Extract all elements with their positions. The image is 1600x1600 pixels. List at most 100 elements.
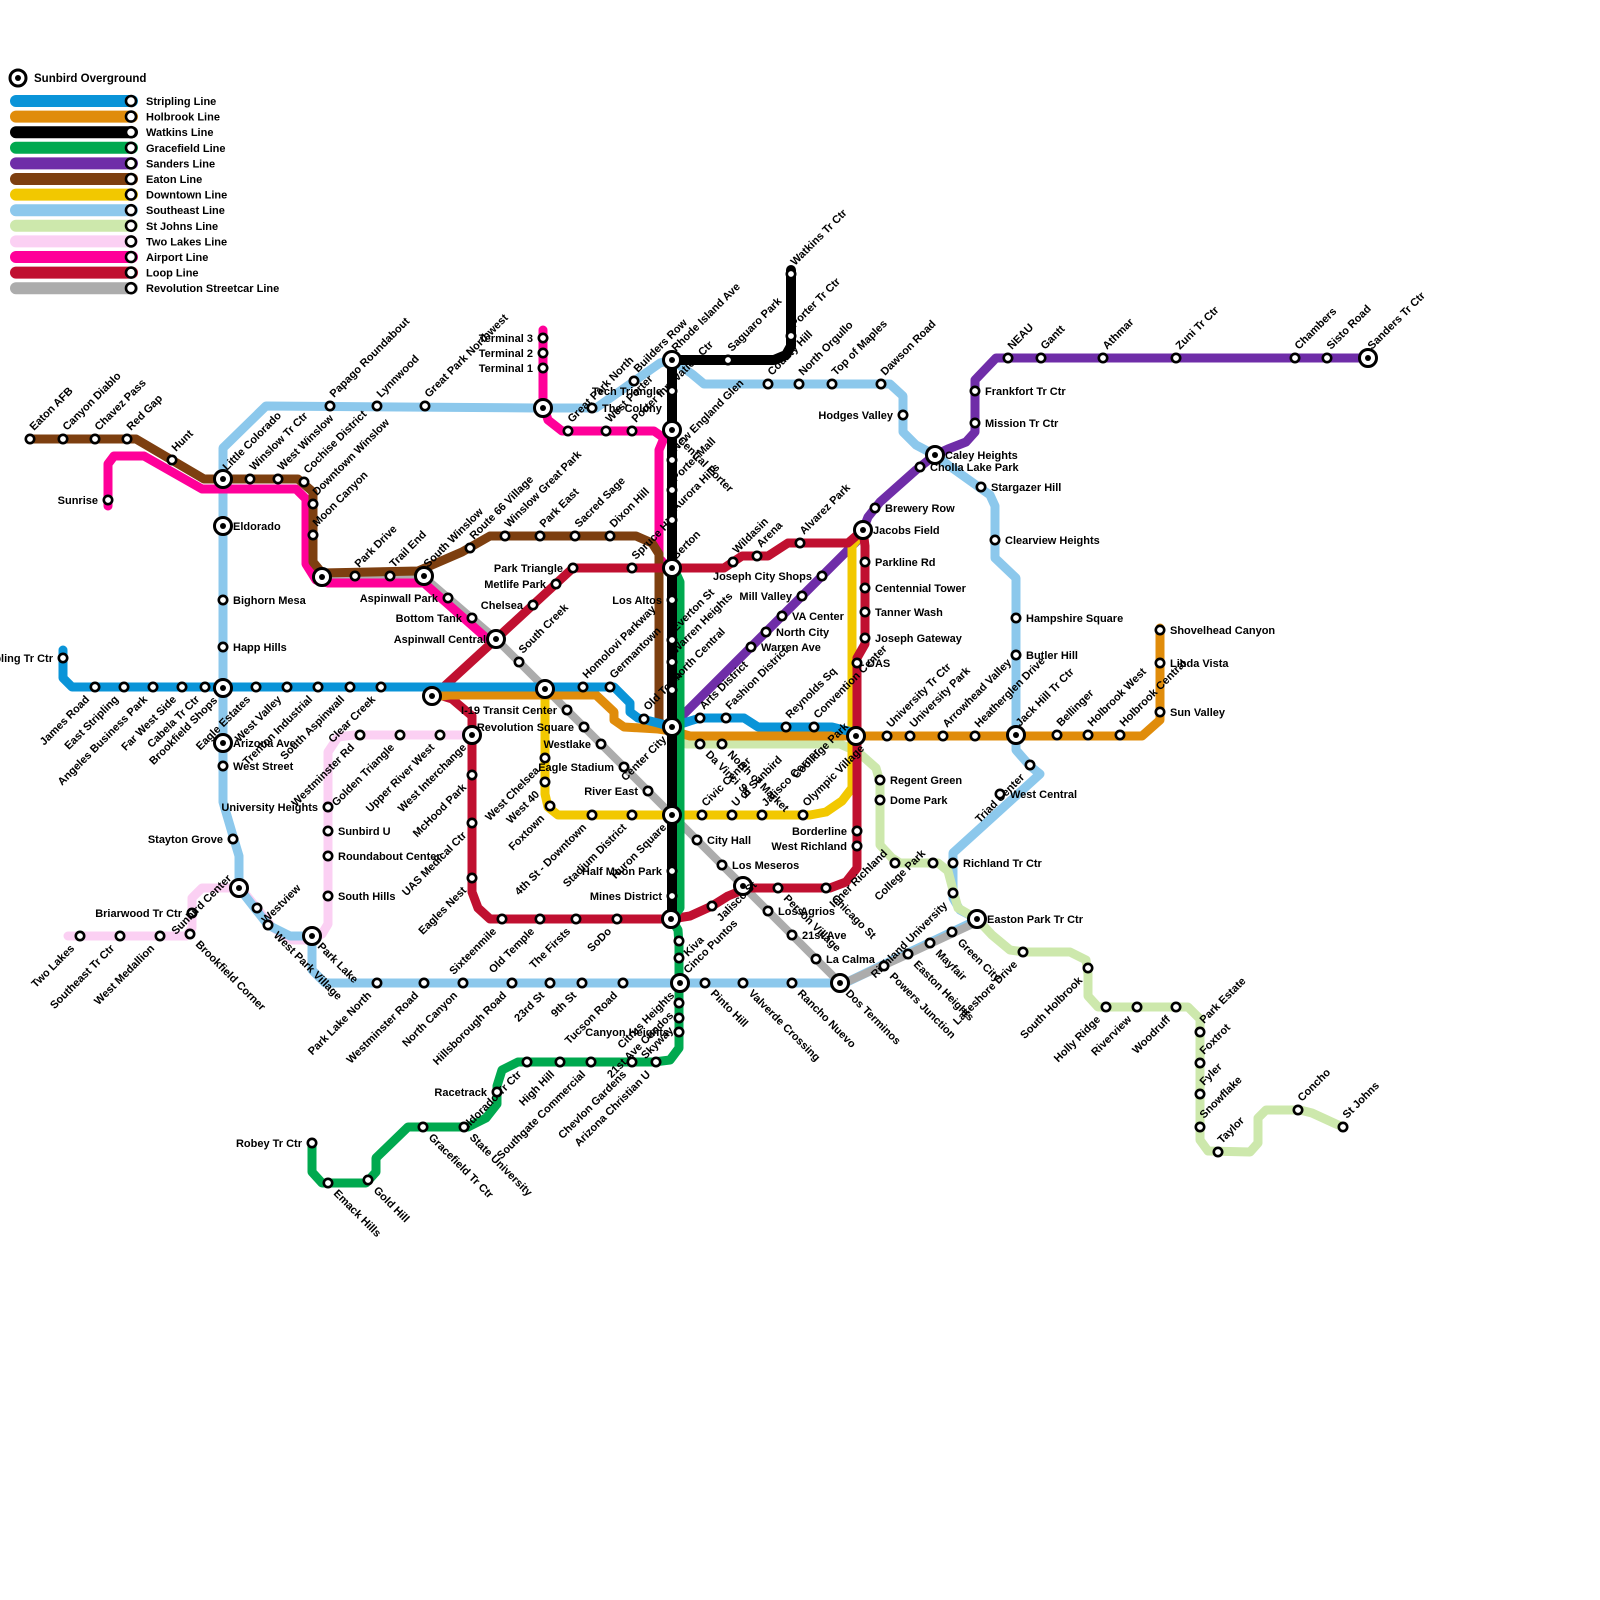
station-reynolds-sq[interactable]: [780, 721, 792, 733]
station-city-hall[interactable]: [691, 834, 703, 846]
station-west-winslow[interactable]: [272, 473, 284, 485]
station-james-road[interactable]: [89, 681, 101, 693]
station-tanner-wash[interactable]: [859, 606, 871, 618]
legend-item-southeast-line[interactable]: Southeast Line: [10, 203, 225, 217]
station-u-of-sunbird[interactable]: [726, 809, 738, 821]
station-jalisco-corner[interactable]: [756, 809, 768, 821]
station-trenton-industrial[interactable]: [312, 681, 324, 693]
station-lakeshore-drive[interactable]: [1017, 946, 1029, 958]
station-half-moon-park[interactable]: [666, 865, 678, 877]
station-west-park-village[interactable]: [262, 919, 274, 931]
station-great-park-north[interactable]: [562, 425, 574, 437]
station-taylor[interactable]: [1212, 1146, 1224, 1158]
station-metlife-park[interactable]: [550, 578, 562, 590]
station-gold-hill[interactable]: [362, 1174, 374, 1186]
station-briarwood-tr-ctr[interactable]: [186, 907, 198, 919]
station-tech-triangle[interactable]: [666, 385, 678, 397]
station-kiva[interactable]: [673, 935, 685, 947]
station-fyler[interactable]: [1194, 1088, 1206, 1100]
station-tucson-road[interactable]: [617, 977, 629, 989]
station-upper-river-west[interactable]: [434, 729, 446, 741]
station-sixteenmile[interactable]: [496, 913, 508, 925]
station-eagle-estates[interactable]: [250, 681, 262, 693]
station-joseph-city-shops[interactable]: [816, 570, 828, 582]
station-da-vinci-sq[interactable]: [694, 738, 706, 750]
station-south-hills[interactable]: [322, 890, 334, 902]
station-sisto-road[interactable]: [1321, 352, 1333, 364]
station-brookfield-corner[interactable]: [184, 928, 196, 940]
station-borderline[interactable]: [851, 825, 863, 837]
station-south-holbrook[interactable]: [1082, 962, 1094, 974]
station-north-of-market[interactable]: [716, 738, 728, 750]
station-joseph-gateway[interactable]: [859, 632, 871, 644]
station-southeast-tr-ctr[interactable]: [114, 930, 126, 942]
station-arts-district[interactable]: [694, 712, 706, 724]
station-brewery-row[interactable]: [869, 502, 881, 514]
station-racetrack[interactable]: [491, 1086, 503, 1098]
station-woodruff[interactable]: [1170, 1001, 1182, 1013]
station-porter-mall[interactable]: [666, 484, 678, 496]
station-mines-district[interactable]: [666, 890, 678, 902]
station-athmar[interactable]: [1097, 352, 1109, 364]
station-aurora-hills[interactable]: [666, 514, 678, 526]
station-valverde-crossing[interactable]: [737, 977, 749, 989]
legend-item-downtown-line[interactable]: Downtown Line: [10, 188, 227, 202]
station-mill-valley[interactable]: [796, 590, 808, 602]
station-inner-richland[interactable]: [889, 857, 901, 869]
station-north-central[interactable]: [666, 684, 678, 696]
station-21st-ave[interactable]: [786, 929, 798, 941]
station-bighorn-mesa[interactable]: [217, 594, 229, 606]
station-hodges-valley[interactable]: [897, 409, 909, 421]
station-east-stripling[interactable]: [118, 681, 130, 693]
station-butler-hill[interactable]: [1010, 649, 1022, 661]
station-9th-st[interactable]: [576, 977, 588, 989]
station-los-meseros[interactable]: [716, 859, 728, 871]
station-everton-st[interactable]: [666, 634, 678, 646]
station-holbrook-central[interactable]: [1114, 729, 1126, 741]
station-uas-medical-ctr[interactable]: [466, 817, 478, 829]
station-west-richland[interactable]: [851, 840, 863, 852]
station-sun-valley[interactable]: [1154, 706, 1166, 718]
legend-item-revolution-streetcar-line[interactable]: Revolution Streetcar Line: [10, 281, 279, 295]
station-clearview-heights[interactable]: [989, 534, 1001, 546]
station-stadium-district[interactable]: [626, 809, 638, 821]
station-los-agrios[interactable]: [762, 905, 774, 917]
station-centennial-tower[interactable]: [859, 582, 871, 594]
station-green-city[interactable]: [946, 926, 958, 938]
station-old-town[interactable]: [638, 713, 650, 725]
station-winslow-tr-ctr[interactable]: [244, 473, 256, 485]
station-state-university[interactable]: [458, 1121, 470, 1133]
station-terminal-3[interactable]: [537, 332, 549, 344]
station-county-hill[interactable]: [762, 378, 774, 390]
station-revolution-square[interactable]: [578, 721, 590, 733]
station-spruce-hill[interactable]: [626, 562, 638, 574]
station-stayton-grove[interactable]: [227, 833, 239, 845]
station-easton-heights[interactable]: [902, 948, 914, 960]
legend-item-loop-line[interactable]: Loop Line: [10, 266, 199, 280]
station-arena[interactable]: [751, 550, 763, 562]
station-arizona-christian-u[interactable]: [650, 1056, 662, 1068]
station-dawson-road[interactable]: [875, 378, 887, 390]
station-aspinwall-park[interactable]: [442, 592, 454, 604]
station-stripling-tr-ctr[interactable]: [57, 652, 69, 664]
station-alvarez-park[interactable]: [794, 537, 806, 549]
station-richland-university[interactable]: [947, 887, 959, 899]
station-porter-innovation-ctr[interactable]: [626, 425, 638, 437]
station-southgate-commercial[interactable]: [585, 1056, 597, 1068]
station-golden-triangle[interactable]: [394, 729, 406, 741]
station-cholla-lake-park[interactable]: [914, 461, 926, 473]
station-canyon-diablo[interactable]: [57, 433, 69, 445]
station-terminal-2[interactable]: [537, 347, 549, 359]
station-old-temple[interactable]: [534, 913, 546, 925]
station-neau[interactable]: [1002, 352, 1014, 364]
station-homolovi-parkway[interactable]: [577, 681, 589, 693]
station-the-colony[interactable]: [586, 402, 598, 414]
station-cochise-district[interactable]: [298, 476, 310, 488]
station-college-park[interactable]: [927, 857, 939, 869]
station-red-gap[interactable]: [121, 433, 133, 445]
station-eagle-stadium[interactable]: [618, 761, 630, 773]
station-sunrise[interactable]: [102, 494, 114, 506]
station-angeles-business-park[interactable]: [147, 681, 159, 693]
station-winslow-great-park[interactable]: [499, 530, 511, 542]
station-fashion-district[interactable]: [720, 712, 732, 724]
